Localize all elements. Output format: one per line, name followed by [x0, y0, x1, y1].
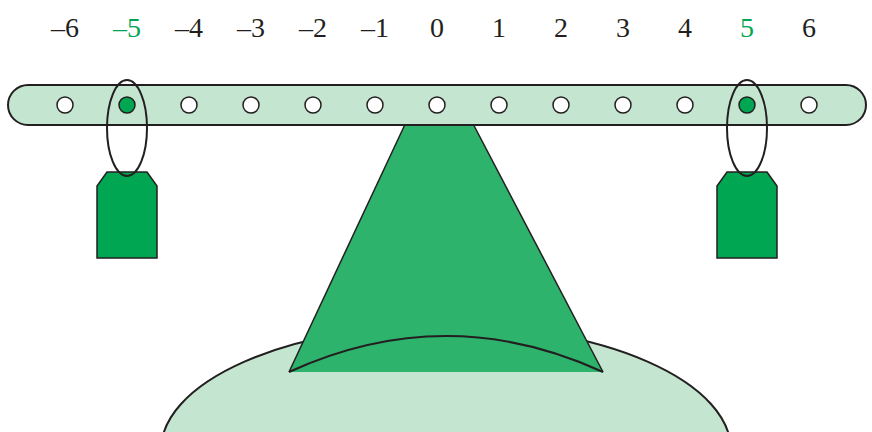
hole [491, 97, 507, 113]
number-label: –6 [51, 12, 79, 44]
number-label: 5 [740, 12, 754, 44]
mound-edge [289, 336, 603, 372]
hole [615, 97, 631, 113]
number-label: –1 [361, 12, 389, 44]
hanging-loop [727, 80, 767, 176]
hole [367, 97, 383, 113]
hole [57, 97, 73, 113]
number-label: –3 [237, 12, 265, 44]
hole [801, 97, 817, 113]
weight [717, 172, 777, 258]
hole [429, 97, 445, 113]
fulcrum-edge [289, 118, 408, 372]
hole [553, 97, 569, 113]
number-label: –4 [175, 12, 203, 44]
hole [305, 97, 321, 113]
peg [119, 97, 135, 113]
number-label: 0 [430, 12, 444, 44]
number-label: 1 [492, 12, 506, 44]
weight [97, 172, 157, 258]
number-label: 6 [802, 12, 816, 44]
hole [181, 97, 197, 113]
number-label: 2 [554, 12, 568, 44]
number-label: 4 [678, 12, 692, 44]
number-label: –5 [113, 12, 141, 44]
hole [677, 97, 693, 113]
number-label: 3 [616, 12, 630, 44]
fulcrum [289, 118, 603, 372]
fulcrum-edge [470, 118, 603, 372]
balance-beam [8, 85, 866, 125]
hanging-loop [107, 80, 147, 176]
peg [739, 97, 755, 113]
hole [243, 97, 259, 113]
number-label: –2 [299, 12, 327, 44]
